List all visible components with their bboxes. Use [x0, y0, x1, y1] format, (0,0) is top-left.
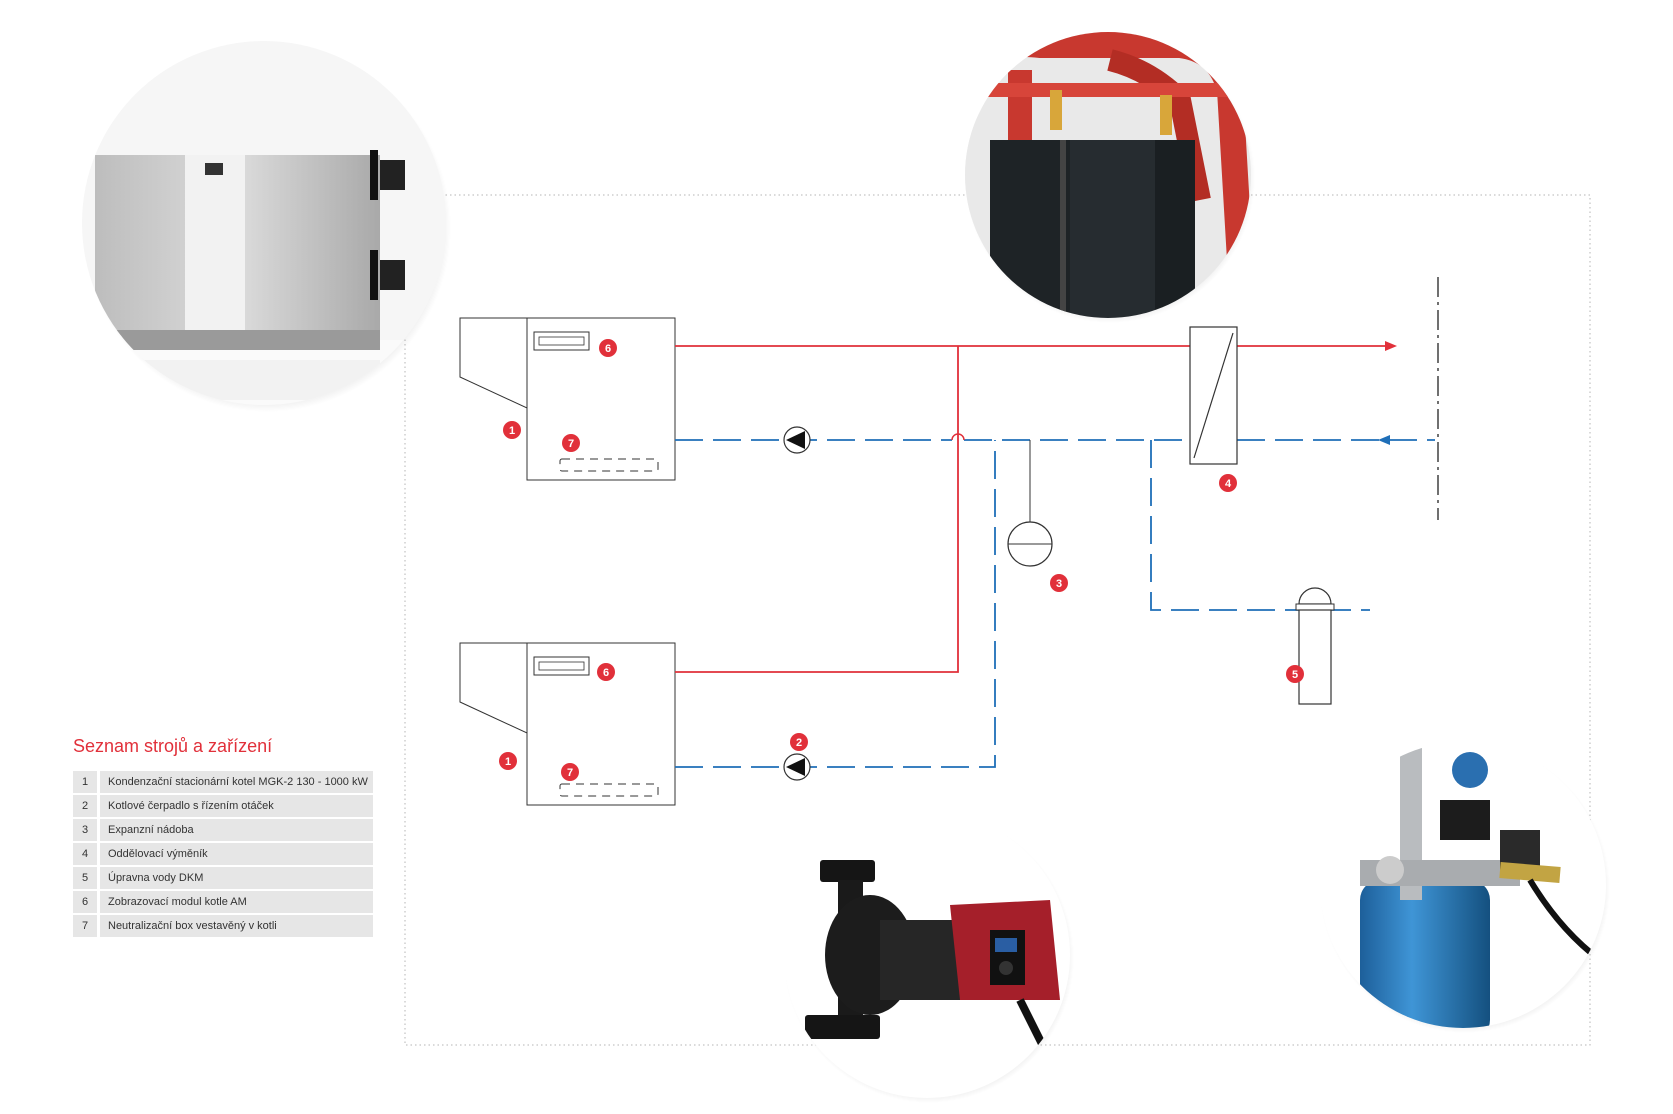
svg-text:3: 3 — [1056, 578, 1062, 590]
legend-item-text: Oddělovací výměník — [97, 843, 373, 865]
supply-arrow — [1385, 341, 1397, 351]
legend-item-text: Kondenzační stacionární kotel MGK-2 130 … — [97, 771, 373, 793]
legend-item-text: Zobrazovací modul kotle AM — [97, 891, 373, 913]
legend-item-number: 5 — [73, 867, 97, 889]
return-line — [675, 439, 1435, 768]
legend-item-number: 6 — [73, 891, 97, 913]
display-module — [533, 331, 590, 351]
legend-title: Seznam strojů a zařízení — [73, 736, 273, 756]
badge-display-bottom: 6 — [597, 663, 615, 681]
legend-item-text: Neutralizační box vestavěný v kotli — [97, 915, 373, 937]
legend-item-text: Úpravna vody DKM — [97, 867, 373, 889]
legend-item-text: Kotlové čerpadlo s řízením otáček — [97, 795, 373, 817]
legend-item-number: 4 — [73, 843, 97, 865]
badge-neutralization-top: 7 — [562, 434, 580, 452]
svg-text:1: 1 — [505, 756, 511, 768]
svg-text:1: 1 — [509, 425, 515, 437]
return-arrow — [1378, 435, 1390, 445]
neutralization-box — [559, 783, 659, 797]
legend-item-number: 3 — [73, 819, 97, 841]
legend-item-number: 2 — [73, 795, 97, 817]
svg-text:7: 7 — [568, 438, 574, 450]
svg-text:6: 6 — [603, 667, 609, 679]
water-treatment-photo — [1320, 742, 1610, 1033]
line-crossing — [951, 433, 965, 441]
svg-text:7: 7 — [567, 767, 573, 779]
boiler-unit-bottom — [459, 642, 676, 806]
boiler-photo — [82, 41, 451, 412]
badge-water-treatment: 5 — [1286, 665, 1304, 683]
badge-boiler-bottom: 1 — [499, 752, 517, 770]
badge-neutralization-bottom: 7 — [561, 763, 579, 781]
pump-symbol-top — [783, 426, 811, 454]
heat-exchanger-symbol — [1189, 326, 1238, 465]
pump-photo — [784, 812, 1074, 1103]
svg-text:4: 4 — [1225, 478, 1232, 490]
display-module — [533, 656, 590, 676]
pump-symbol-bottom — [783, 753, 811, 781]
legend-item-number: 1 — [73, 771, 97, 793]
supply-line — [675, 345, 1385, 673]
svg-text:2: 2 — [796, 737, 802, 749]
badge-boiler-top: 1 — [503, 421, 521, 439]
badge-exchanger: 4 — [1219, 474, 1237, 492]
water-treatment-symbol — [1295, 587, 1335, 705]
diagram-frame — [404, 194, 1591, 1046]
legend-item-text: Expanzní nádoba — [97, 819, 373, 841]
badge-display-top: 6 — [599, 339, 617, 357]
boiler-unit-top — [459, 317, 676, 481]
exchanger-photo — [965, 32, 1255, 323]
badge-pump: 2 — [790, 733, 808, 751]
legend-item-number: 7 — [73, 915, 97, 937]
neutralization-box — [559, 458, 659, 472]
badge-expansion: 3 — [1050, 574, 1068, 592]
expansion-vessel-symbol — [1007, 440, 1053, 567]
svg-text:6: 6 — [605, 343, 611, 355]
svg-text:5: 5 — [1292, 669, 1298, 681]
